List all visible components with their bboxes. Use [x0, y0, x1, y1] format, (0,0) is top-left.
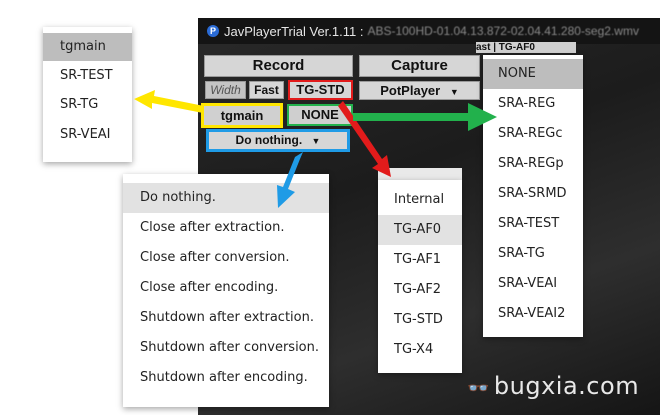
- width-button[interactable]: Width: [205, 81, 246, 99]
- menu-item-sra-tg[interactable]: SRA-TG: [498, 246, 545, 261]
- menu-item-sra-reg[interactable]: SRA-REG: [498, 96, 556, 111]
- menu-item-tg-std[interactable]: TG-STD: [394, 312, 443, 327]
- menu-item-tg-af0[interactable]: TG-AF0: [378, 215, 462, 245]
- app-icon: P: [207, 25, 219, 37]
- menu-item-close-after-conversion[interactable]: Close after conversion.: [140, 250, 290, 265]
- potplayer-label: PotPlayer: [380, 83, 441, 98]
- menu-item-close-after-encoding[interactable]: Close after encoding.: [140, 280, 279, 295]
- window-title: JavPlayerTrial Ver.1.11 :: [224, 23, 364, 39]
- menu-item-sr-veai[interactable]: SR-VEAI: [60, 127, 111, 142]
- menu-item-sra-test[interactable]: SRA-TEST: [498, 216, 560, 231]
- chevron-down-icon: ▼: [449, 87, 459, 97]
- tgmain-button[interactable]: tgmain: [201, 103, 283, 128]
- model-menu: tgmain SR-TEST SR-TG SR-VEAI: [43, 27, 132, 162]
- menu-item-tg-x4[interactable]: TG-X4: [394, 342, 434, 357]
- sra-menu: NONE SRA-REG SRA-REGc SRA-REGp SRA-SRMD …: [483, 55, 583, 337]
- sra-header-strip: ast | TG-AF0: [476, 42, 576, 53]
- none-button[interactable]: NONE: [287, 104, 353, 126]
- title-bar: P JavPlayerTrial Ver.1.11 : ABS-100HD-01…: [198, 18, 660, 44]
- action-select[interactable]: Do nothing. ▼: [206, 129, 350, 152]
- action-menu: Do nothing. Close after extraction. Clos…: [123, 174, 329, 407]
- window-file-name: ABS-100HD-01.04.13.872-02.04.41.280-seg2…: [367, 24, 639, 38]
- yellow-arrow: [134, 90, 204, 113]
- menu-item-sra-veai[interactable]: SRA-VEAI: [498, 276, 558, 291]
- menu-item-internal[interactable]: Internal: [394, 192, 445, 207]
- menu-item-shutdown-after-conversion[interactable]: Shutdown after conversion.: [140, 340, 320, 355]
- record-button[interactable]: Record: [204, 55, 353, 77]
- chevron-down-icon: ▼: [311, 136, 321, 146]
- menu-item-sra-regp[interactable]: SRA-REGp: [498, 156, 564, 171]
- menu-item-sr-test[interactable]: SR-TEST: [60, 68, 113, 83]
- potplayer-select[interactable]: PotPlayer ▼: [359, 81, 480, 100]
- menu-item-shutdown-after-extraction[interactable]: Shutdown after extraction.: [140, 310, 314, 325]
- tg-header-strip: [378, 168, 462, 180]
- menu-item-tg-af2[interactable]: TG-AF2: [394, 282, 442, 297]
- menu-item-sr-tg[interactable]: SR-TG: [60, 97, 99, 112]
- action-select-label: Do nothing.: [235, 133, 303, 147]
- menu-item-sra-regc[interactable]: SRA-REGc: [498, 126, 563, 141]
- fast-button[interactable]: Fast: [249, 81, 284, 99]
- menu-item-none[interactable]: NONE: [483, 59, 583, 89]
- menu-item-shutdown-after-encoding[interactable]: Shutdown after encoding.: [140, 370, 308, 385]
- watermark: 👓bugxia.com: [467, 372, 639, 400]
- menu-item-tg-af1[interactable]: TG-AF1: [394, 252, 442, 267]
- menu-item-close-after-extraction[interactable]: Close after extraction.: [140, 220, 285, 235]
- tg-std-button[interactable]: TG-STD: [288, 80, 353, 100]
- capture-button[interactable]: Capture: [359, 55, 480, 77]
- menu-item-sra-veai2[interactable]: SRA-VEAI2: [498, 306, 566, 321]
- glasses-icon: 👓: [467, 378, 490, 399]
- watermark-text: bugxia.com: [493, 372, 640, 400]
- menu-item-sra-srmd[interactable]: SRA-SRMD: [498, 186, 567, 201]
- menu-item-tgmain[interactable]: tgmain: [43, 33, 132, 61]
- menu-item-do-nothing[interactable]: Do nothing.: [123, 183, 329, 213]
- tg-menu: Internal TG-AF0 TG-AF1 TG-AF2 TG-STD TG-…: [378, 180, 462, 373]
